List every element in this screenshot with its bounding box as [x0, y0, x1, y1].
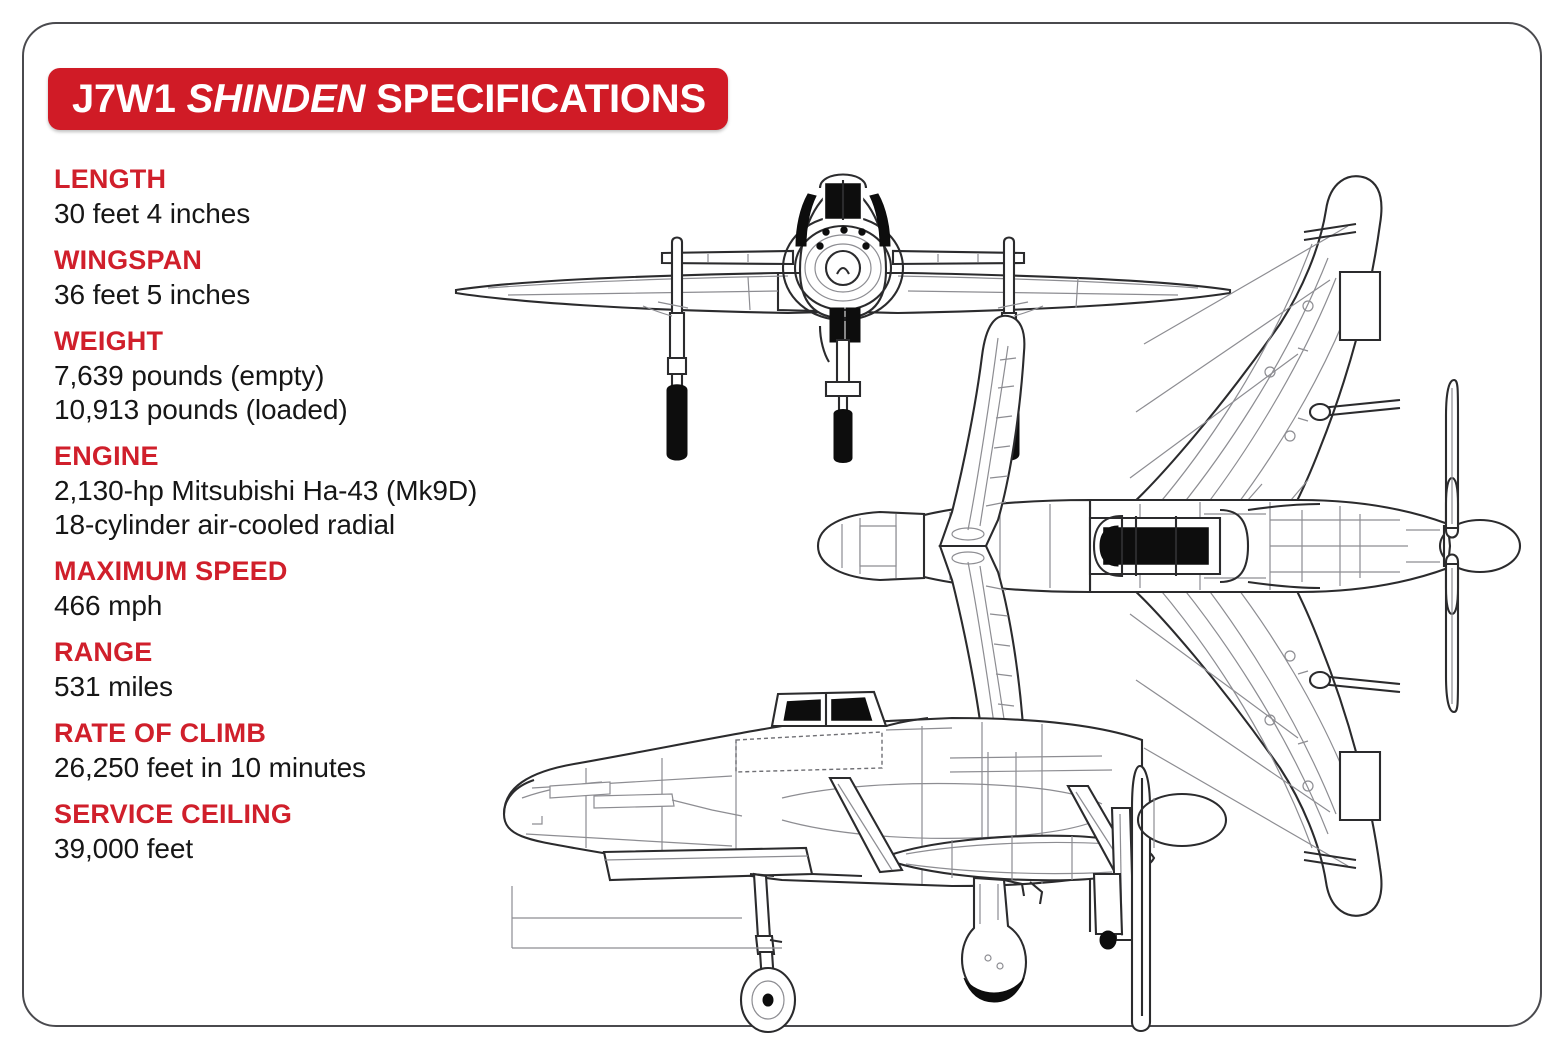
spec-item-wingspan: WINGSPAN 36 feet 5 inches	[54, 245, 524, 312]
spec-label: WINGSPAN	[54, 245, 203, 276]
spec-value: 26,250 feet in 10 minutes	[54, 752, 366, 784]
title-part-model: J7W1	[72, 77, 187, 121]
spec-label: SERVICE CEILING	[54, 799, 293, 830]
aircraft-side-view	[482, 648, 1242, 1038]
specifications-list: LENGTH 30 feet 4 inches WINGSPAN 36 feet…	[54, 164, 524, 880]
spec-item-engine: ENGINE 2,130-hp Mitsubishi Ha-43 (Mk9D) …	[54, 441, 524, 542]
spec-label: RANGE	[54, 637, 153, 668]
spec-item-service-ceiling: SERVICE CEILING 39,000 feet	[54, 799, 524, 866]
spec-item-weight: WEIGHT 7,639 pounds (empty) 10,913 pound…	[54, 326, 524, 427]
spec-label: RATE OF CLIMB	[54, 718, 267, 749]
spec-label: ENGINE	[54, 441, 159, 472]
title-part-suffix: SPECIFICATIONS	[365, 77, 706, 121]
spec-value: 36 feet 5 inches	[54, 278, 251, 310]
spec-label: MAXIMUM SPEED	[54, 556, 288, 587]
spec-value: 466 mph	[54, 590, 163, 622]
aircraft-top-view	[800, 148, 1568, 917]
spec-item-range: RANGE 531 miles	[54, 637, 524, 704]
spec-value: 7,639 pounds (empty)	[54, 359, 325, 391]
spec-label: WEIGHT	[54, 326, 164, 357]
spec-item-length: LENGTH 30 feet 4 inches	[54, 164, 524, 231]
spec-value: 2,130-hp Mitsubishi Ha-43 (Mk9D)	[54, 475, 478, 507]
spec-value: 10,913 pounds (loaded)	[54, 394, 348, 426]
spec-item-rate-of-climb: RATE OF CLIMB 26,250 feet in 10 minutes	[54, 718, 524, 785]
title-part-name: SHINDEN	[186, 77, 366, 121]
page-title-banner: J7W1 SHINDEN SPECIFICATIONS	[48, 68, 728, 130]
spec-value: 30 feet 4 inches	[54, 197, 251, 229]
spec-value: 18-cylinder air-cooled radial	[54, 509, 396, 541]
spec-item-maximum-speed: MAXIMUM SPEED 466 mph	[54, 556, 524, 623]
spec-value: 531 miles	[54, 671, 173, 703]
spec-value: 39,000 feet	[54, 833, 194, 865]
spec-label: LENGTH	[54, 164, 167, 194]
